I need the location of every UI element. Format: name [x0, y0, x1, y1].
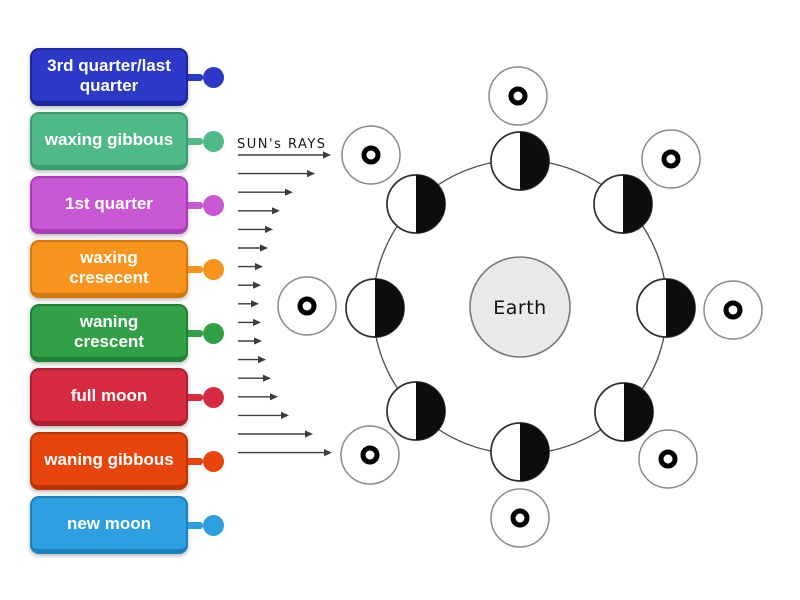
moon-phase-2 [593, 174, 653, 234]
sun-ray-arrow [238, 225, 273, 233]
sun-ray-arrow [238, 170, 315, 178]
label-chip-full-moon[interactable]: full moon [30, 368, 224, 426]
connector-line [188, 201, 203, 209]
connector-line [188, 393, 203, 401]
label-chip-button[interactable]: waning gibbous [30, 432, 188, 490]
moon-phase-8 [386, 174, 446, 234]
connector-dot [203, 386, 224, 408]
answer-spot-8[interactable] [341, 125, 401, 185]
label-text: waxing cresecent [69, 248, 149, 287]
label-text: waning gibbous [44, 449, 174, 469]
sun-ray-arrow [238, 188, 293, 196]
sun-ray-arrow [238, 263, 263, 271]
sun-ray-arrow [238, 300, 259, 308]
moon-phase-7 [345, 278, 405, 338]
sun-ray-arrow [238, 411, 289, 419]
label-chip-waxing-cresecent[interactable]: waxing cresecent [30, 240, 224, 298]
label-chip-waxing-gibbous[interactable]: waxing gibbous [30, 112, 224, 170]
moon-phase-6 [386, 381, 446, 441]
label-chip-new-moon[interactable]: new moon [30, 496, 224, 554]
sun-ray-arrow [238, 207, 280, 215]
answer-spot-5[interactable] [490, 488, 550, 548]
sun-ray-arrow [238, 337, 262, 345]
connector-line [188, 521, 203, 529]
label-chip-button[interactable]: waxing cresecent [30, 240, 188, 298]
moon-phases [345, 131, 696, 482]
label-chip-1st-quarter[interactable]: 1st quarter [30, 176, 224, 234]
label-chip-button[interactable]: 3rd quarter/last quarter [30, 48, 188, 106]
answer-spots [277, 66, 763, 548]
connector-dot [203, 514, 224, 536]
sun-ray-arrow [238, 318, 261, 326]
moon-phase-5 [490, 422, 550, 482]
sun-ray-arrow [238, 393, 278, 401]
label-chip-waning-crescent[interactable]: waning crescent [30, 304, 224, 362]
answer-spot-4[interactable] [638, 429, 698, 489]
label-text: waxing gibbous [44, 129, 174, 149]
answer-spot-1[interactable] [488, 66, 548, 126]
connector-line [188, 265, 203, 273]
sun-ray-arrow [238, 151, 331, 159]
connector-dot [203, 322, 224, 344]
connector-dot [203, 450, 224, 472]
label-chip-3rd-quarter-last-quarter[interactable]: 3rd quarter/last quarter [30, 48, 224, 106]
sun-rays [238, 151, 332, 457]
label-text: 3rd quarter/last quarter [47, 56, 171, 95]
moon-phase-1 [490, 131, 550, 191]
label-text: full moon [70, 385, 148, 405]
sun-ray-arrow [238, 244, 268, 252]
answer-spot-2[interactable] [641, 129, 701, 189]
earth-circle [469, 256, 571, 358]
label-chip-button[interactable]: waxing gibbous [30, 112, 188, 170]
label-text: 1st quarter [65, 193, 153, 213]
sun-ray-arrow [238, 374, 271, 382]
connector-dot [203, 194, 224, 216]
answer-spot-6[interactable] [340, 425, 400, 485]
connector-line [188, 329, 203, 337]
sun-ray-arrow [238, 449, 332, 457]
answer-spot-7[interactable] [277, 276, 337, 336]
earth-label: Earth [493, 297, 546, 319]
sun-ray-arrow [238, 356, 266, 364]
sun-ray-arrow [238, 281, 261, 289]
label-chip-button[interactable]: 1st quarter [30, 176, 188, 234]
connector-dot [203, 258, 224, 280]
label-chip-waning-gibbous[interactable]: waning gibbous [30, 432, 224, 490]
label-chip-button[interactable]: full moon [30, 368, 188, 426]
connector-line [188, 73, 203, 81]
connector-line [188, 457, 203, 465]
label-text: waning crescent [74, 312, 144, 351]
sun-rays-label: SUN's RAYS [237, 137, 327, 152]
connector-dot [203, 66, 224, 88]
moon-phase-4 [594, 382, 654, 442]
label-text: new moon [66, 513, 152, 533]
answer-spot-3[interactable] [703, 280, 763, 340]
label-chip-button[interactable]: waning crescent [30, 304, 188, 362]
connector-dot [203, 130, 224, 152]
connector-line [188, 137, 203, 145]
moon-phase-3 [636, 278, 696, 338]
sun-ray-arrow [238, 430, 313, 438]
label-column: 3rd quarter/last quarter waxing gibbous … [0, 0, 240, 600]
label-chip-button[interactable]: new moon [30, 496, 188, 554]
